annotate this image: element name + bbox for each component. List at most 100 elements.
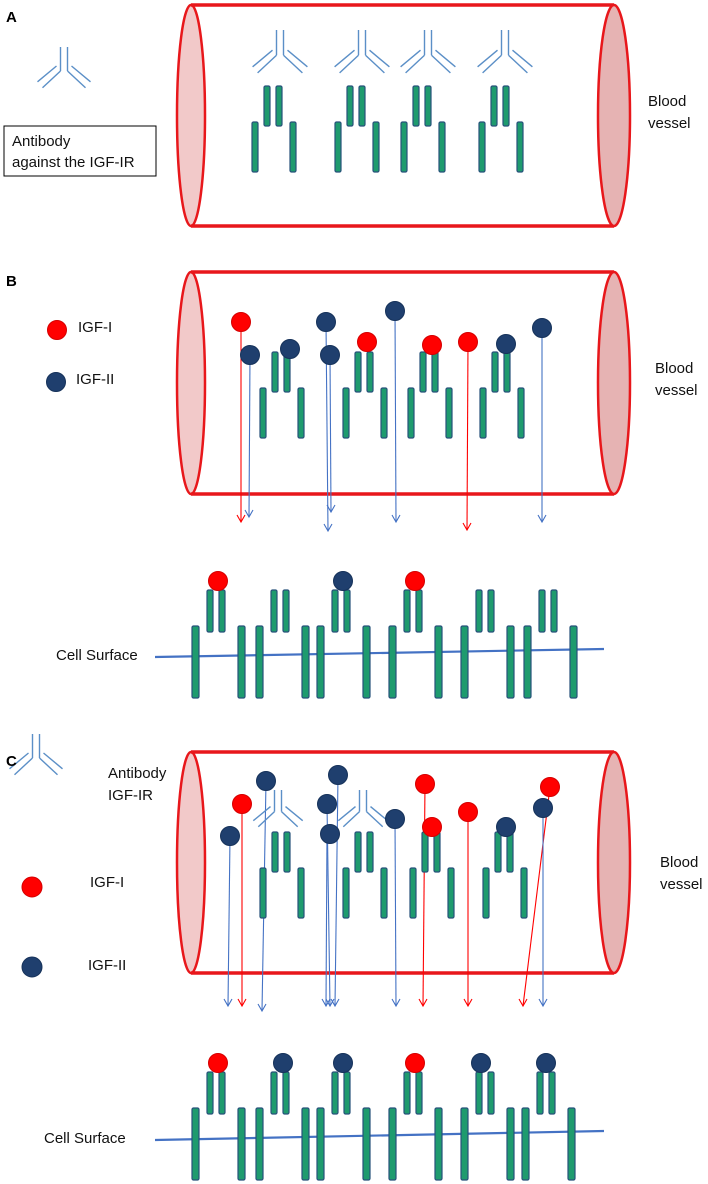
legend-c-igf1 (21, 876, 43, 898)
antibody-a-3-arm-left-outer (400, 49, 421, 68)
receptor-c-surface-2-beta-left (255, 1107, 264, 1181)
receptor-a-3-alpha-left (412, 85, 420, 127)
receptor-b-surface-1-alpha-right (218, 589, 226, 633)
receptor-b-surface-2-beta-left (255, 625, 264, 699)
receptor-c-surface-6-beta-left (521, 1107, 530, 1181)
antibody-a-1-arm-right-inner (283, 54, 303, 74)
arrow-c-10-shaft (522, 786, 551, 1007)
receptor-a-3-beta-left (400, 121, 408, 173)
panel-c-vessel-label-2: vessel (660, 876, 703, 893)
igf1-b-bound-1 (208, 571, 228, 591)
arrow-c-6-head (330, 998, 340, 1008)
panel-b-cell-surface-label: Cell Surface (56, 647, 138, 664)
receptor-c-surface-4 (388, 1071, 443, 1181)
receptor-c-surface-2-beta-right (301, 1107, 310, 1181)
igf2-c-6 (385, 809, 405, 829)
receptor-b-3-beta-right (445, 387, 453, 439)
receptor-a-4-beta-left (478, 121, 486, 173)
arrow-b-2-head (244, 509, 254, 519)
antibody-a-2-arm-right-inner (365, 54, 385, 74)
receptor-a-1 (251, 85, 297, 173)
vessel-c-left-end (175, 750, 207, 975)
receptor-b-surface-4 (388, 589, 443, 699)
receptor-a-2 (334, 85, 380, 173)
igf1-c-3 (422, 817, 442, 837)
receptor-b-surface-6-beta-right (569, 625, 578, 699)
receptor-a-3-beta-right (438, 121, 446, 173)
receptor-c-3 (409, 831, 455, 919)
receptor-c-surface-4-alpha-right (415, 1071, 423, 1115)
antibody-legend-a-arm-left-inner (42, 70, 61, 89)
arrow-c-11-head (538, 998, 548, 1008)
receptor-b-4-alpha-right (503, 351, 511, 393)
antibody-legend-a-arm-right-outer (71, 65, 91, 83)
antibody-legend-c-arm-right-outer (43, 752, 63, 770)
arrow-b-2-shaft (248, 354, 251, 518)
receptor-b-surface-3-alpha-right (343, 589, 351, 633)
arrow-b-7 (537, 328, 547, 524)
igf1-c-bound-1 (208, 1053, 228, 1073)
igf2-b-2 (280, 339, 300, 359)
panel-a-legend-box (3, 125, 157, 177)
igf2-c-4 (328, 765, 348, 785)
antibody-legend-a-arm-left-outer (37, 65, 57, 83)
antibody-a-1-arm-left-inner (257, 54, 277, 74)
receptor-b-surface-6-beta-left (523, 625, 532, 699)
receptor-a-1-beta-right (289, 121, 297, 173)
receptor-c-1 (259, 831, 305, 919)
receptor-c-surface-6 (521, 1071, 576, 1181)
igf2-c-bound-4 (536, 1053, 556, 1073)
arrow-b-4-head (326, 504, 336, 514)
receptor-b-2-alpha-right (366, 351, 374, 393)
receptor-c-surface-3-beta-right (362, 1107, 371, 1181)
igf2-c-8 (533, 798, 553, 818)
receptor-c-surface-5-alpha-left (475, 1071, 483, 1115)
arrow-b-1-head (236, 514, 246, 524)
igf1-c-4 (458, 802, 478, 822)
panel-a-vessel-label-2: vessel (648, 115, 691, 132)
receptor-a-2-beta-right (372, 121, 380, 173)
antibody-a-3-arm-right-outer (435, 49, 456, 68)
igf2-c-2 (256, 771, 276, 791)
receptor-b-2-alpha-left (354, 351, 362, 393)
panel-c-antibody-label-2: IGF-IR (108, 787, 153, 804)
receptor-a-3-alpha-right (424, 85, 432, 127)
igf2-b-1 (240, 345, 260, 365)
cell-membrane-b (154, 647, 605, 659)
antibody-a-4-arm-right-inner (508, 54, 528, 74)
arrow-c-4 (321, 831, 331, 1008)
arrow-b-7-head (537, 514, 547, 524)
antibody-a-1-arm-right-outer (287, 49, 308, 68)
antibody-legend-c-arm-left-outer (9, 752, 29, 770)
panel-b-igf1-label: IGF-I (78, 319, 112, 336)
receptor-c-surface-6-alpha-left (536, 1071, 544, 1115)
receptor-c-surface-1 (191, 1071, 246, 1181)
arrow-c-10 (518, 786, 551, 1008)
igf2-b-4 (320, 345, 340, 365)
antibody-c-1-arm-left-outer (252, 806, 271, 822)
arrow-c-1-head (223, 998, 233, 1008)
receptor-a-3 (400, 85, 446, 173)
receptor-b-surface-4-beta-left (388, 625, 397, 699)
receptor-b-surface-2-beta-right (301, 625, 310, 699)
receptor-c-surface-6-beta-right (567, 1107, 576, 1181)
antibody-a-1 (252, 30, 308, 74)
receptor-b-4-beta-right (517, 387, 525, 439)
panel-b-igf2-label: IGF-II (76, 371, 114, 388)
receptor-c-surface-1-beta-left (191, 1107, 200, 1181)
receptor-c-surface-1-beta-right (237, 1107, 246, 1181)
receptor-c-surface-4-beta-left (388, 1107, 397, 1181)
igf2-c-5 (320, 824, 340, 844)
antibody-a-2-arm-left-inner (339, 54, 359, 74)
receptor-c-2-alpha-left (354, 831, 362, 873)
receptor-b-1 (259, 351, 305, 439)
vessel-b (175, 270, 632, 496)
receptor-a-2-beta-left (334, 121, 342, 173)
receptor-a-4-alpha-right (502, 85, 510, 127)
antibody-a-4-arm-left-outer (477, 49, 498, 68)
receptor-b-surface-2-alpha-left (270, 589, 278, 633)
receptor-c-1-alpha-right (283, 831, 291, 873)
receptor-b-surface-5-beta-right (506, 625, 515, 699)
receptor-b-3-alpha-left (419, 351, 427, 393)
